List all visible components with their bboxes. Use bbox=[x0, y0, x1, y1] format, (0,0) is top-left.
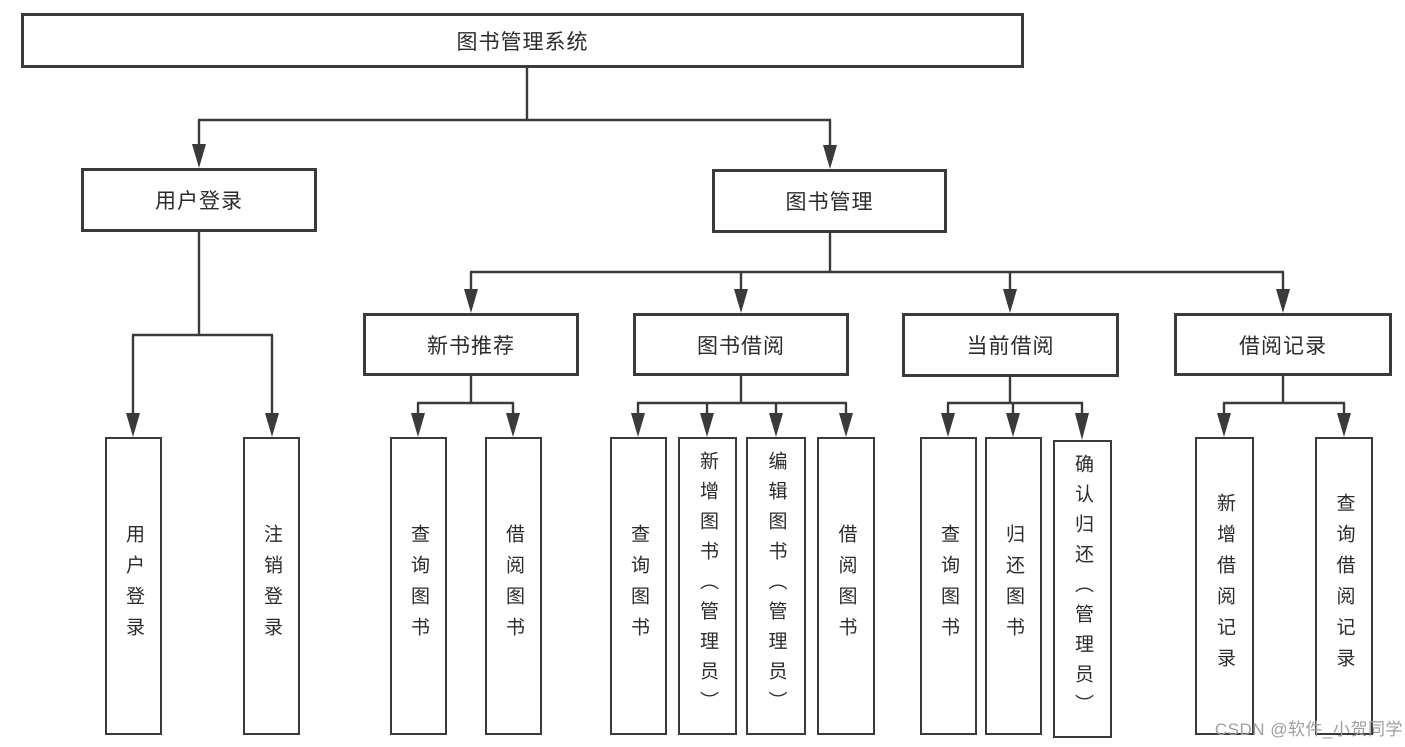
node-book-borrowing: 图书借阅 bbox=[633, 313, 849, 376]
node-new-book-recommendation: 新书推荐 bbox=[363, 313, 579, 376]
connector-book-management-to-level3 bbox=[464, 233, 1290, 313]
node-book-management-label: 图书管理 bbox=[785, 191, 874, 214]
leaf-borrow-books-recommend: 借阅图书 bbox=[485, 437, 542, 735]
leaf-logout: 注销登录 bbox=[243, 437, 300, 735]
node-user-login: 用户登录 bbox=[81, 168, 317, 232]
leaf-add-borrow-record: 新增借阅记录 bbox=[1195, 437, 1254, 735]
leaf-query-books-current-label: 查询图书 bbox=[938, 524, 959, 648]
leaf-borrow-books-recommend-label: 借阅图书 bbox=[503, 524, 524, 648]
node-root-label: 图书管理系统 bbox=[456, 30, 589, 54]
leaf-return-books: 归还图书 bbox=[985, 437, 1042, 735]
leaf-query-borrow-record-label: 查询借阅记录 bbox=[1333, 493, 1355, 679]
connector-borrowing-records-group bbox=[1217, 376, 1351, 437]
leaf-confirm-return-admin-label: 确认归还（管理员） bbox=[1072, 454, 1093, 724]
leaf-query-books-current: 查询图书 bbox=[920, 437, 977, 735]
node-user-login-label: 用户登录 bbox=[155, 190, 243, 213]
leaf-query-books-recommend-label: 查询图书 bbox=[408, 524, 429, 648]
node-borrowing-records-label: 借阅记录 bbox=[1239, 334, 1327, 358]
leaf-add-borrow-record-label: 新增借阅记录 bbox=[1214, 493, 1235, 679]
leaf-borrow-books-label: 借阅图书 bbox=[835, 524, 857, 648]
node-book-borrowing-label: 图书借阅 bbox=[697, 334, 785, 358]
leaf-add-books-admin: 新增图书（管理员） bbox=[678, 437, 737, 735]
connector-root-to-level2 bbox=[192, 68, 837, 169]
leaf-query-books-borrowing: 查询图书 bbox=[610, 437, 667, 735]
node-book-management: 图书管理 bbox=[712, 169, 947, 233]
leaf-user-login-label: 用户登录 bbox=[123, 524, 144, 648]
node-borrowing-records: 借阅记录 bbox=[1174, 313, 1392, 376]
node-current-borrowing: 当前借阅 bbox=[902, 313, 1119, 377]
leaf-borrow-books: 借阅图书 bbox=[817, 437, 875, 735]
connector-book-borrowing-group bbox=[631, 376, 853, 437]
connector-current-borrowing-group bbox=[941, 376, 1089, 440]
leaf-edit-books-admin-label: 编辑图书（管理员） bbox=[765, 451, 787, 721]
leaf-user-login: 用户登录 bbox=[105, 437, 162, 735]
watermark-text: CSDN @软件_小贺同学 bbox=[1214, 720, 1403, 739]
leaf-edit-books-admin: 编辑图书（管理员） bbox=[746, 437, 806, 735]
node-new-book-recommendation-label: 新书推荐 bbox=[427, 334, 515, 358]
leaf-query-borrow-record: 查询借阅记录 bbox=[1315, 437, 1373, 735]
node-current-borrowing-label: 当前借阅 bbox=[966, 335, 1055, 358]
leaf-logout-label: 注销登录 bbox=[261, 524, 282, 648]
leaf-return-books-label: 归还图书 bbox=[1003, 524, 1024, 648]
leaf-add-books-admin-label: 新增图书（管理员） bbox=[697, 451, 718, 721]
leaf-query-books-recommend: 查询图书 bbox=[390, 437, 447, 735]
node-root: 图书管理系统 bbox=[21, 13, 1024, 68]
connector-user-login-group bbox=[126, 232, 279, 437]
leaf-query-books-borrowing-label: 查询图书 bbox=[628, 524, 649, 648]
connector-new-book-group bbox=[411, 376, 520, 437]
leaf-confirm-return-admin: 确认归还（管理员） bbox=[1053, 440, 1112, 738]
